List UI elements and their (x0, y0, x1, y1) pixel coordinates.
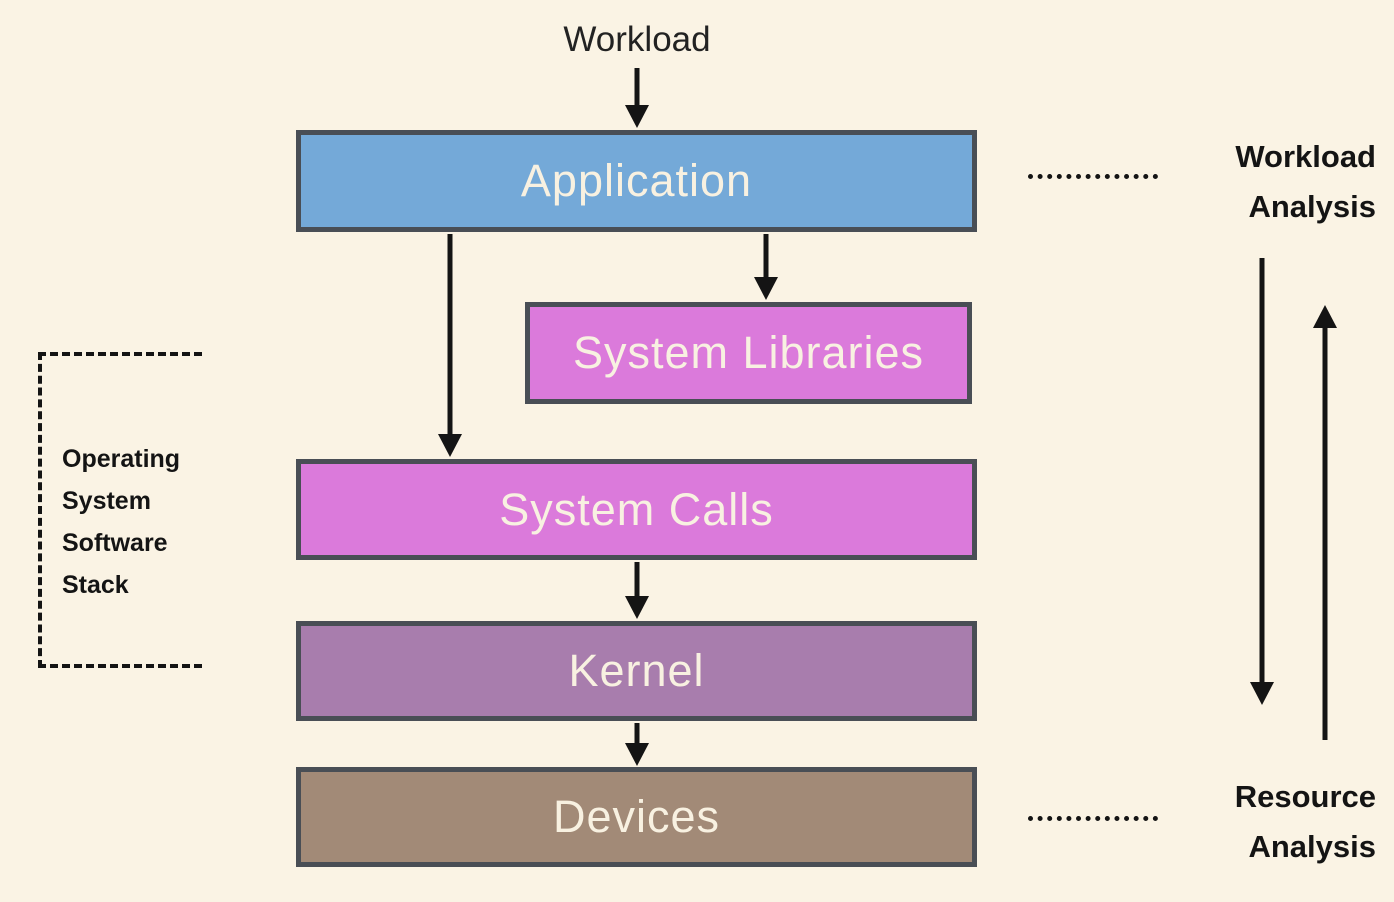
resource-analysis-up-arrow (1313, 305, 1337, 740)
arrow-shaft (634, 562, 640, 603)
system-libraries-label: System Libraries (572, 327, 925, 378)
system-calls-label: System Calls (499, 483, 774, 535)
arrow-head-icon (438, 434, 462, 457)
workload-analysis-dotted-line (1028, 174, 1158, 179)
arrow-application-to-system-calls (438, 234, 462, 457)
arrow-head-icon (625, 596, 649, 619)
arrow-head-icon (625, 743, 649, 766)
arrow-head-icon (1313, 305, 1337, 328)
arrow-workload-to-application (625, 68, 649, 128)
kernel-box: Kernel (296, 621, 977, 721)
arrow-shaft (1322, 321, 1328, 740)
os-stack-label: Operating System Software Stack (62, 445, 181, 599)
arrow-head-icon (754, 277, 778, 300)
application-box: Application (296, 130, 977, 232)
workload-label: Workload (563, 20, 711, 59)
resource-analysis-label: Resource Analysis (1234, 779, 1376, 864)
arrow-head-icon (625, 105, 649, 128)
workload-analysis-label: Workload Analysis (1235, 139, 1376, 224)
arrow-application-to-system-libraries (754, 234, 778, 300)
arrow-shaft (1259, 258, 1265, 689)
system-libraries-box: System Libraries (525, 302, 972, 404)
workload-analysis-down-arrow (1250, 258, 1274, 705)
system-calls-box: System Calls (296, 459, 977, 560)
arrow-kernel-to-devices (625, 723, 649, 766)
arrow-shaft (634, 723, 640, 750)
arrow-system-calls-to-kernel (625, 562, 649, 619)
os-stack-bracket: Operating System Software Stack (38, 352, 202, 668)
resource-analysis-dotted-line (1028, 816, 1158, 821)
arrow-shaft (634, 68, 640, 112)
kernel-label: Kernel (568, 645, 705, 696)
devices-box: Devices (296, 767, 977, 867)
arrow-shaft (763, 234, 769, 284)
devices-label: Devices (552, 791, 721, 842)
application-label: Application (520, 155, 753, 206)
arrow-shaft (447, 234, 453, 441)
arrow-head-icon (1250, 682, 1274, 705)
